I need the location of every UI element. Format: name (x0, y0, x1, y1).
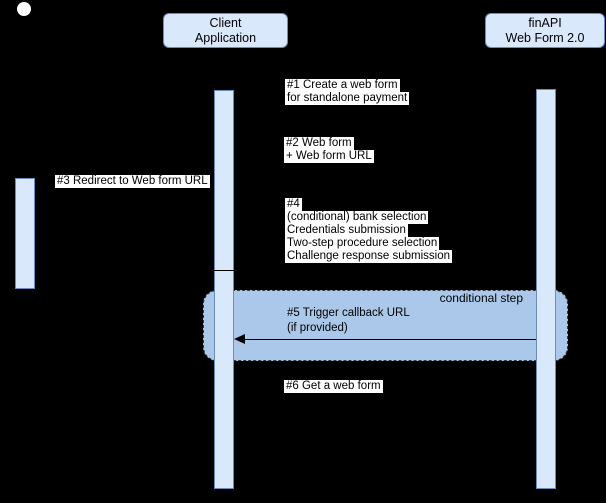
message-4-line3: Credentials submission (285, 224, 408, 237)
activation-bar-user (15, 178, 35, 289)
start-node-circle-icon (17, 2, 31, 16)
activation-bar-client-divider (214, 270, 234, 271)
message-label-6: #6 Get a web form (284, 380, 383, 393)
message-5-line1: #5 Trigger callback URL (287, 307, 410, 319)
message-4-line5: Challenge response submission (285, 250, 453, 263)
message-6-line1: #6 Get a web form (284, 380, 383, 393)
callback-arrow-line (242, 339, 536, 340)
conditional-step-frame (203, 290, 568, 361)
message-4-line1: #4 (285, 198, 302, 211)
actor-finapi-label-line1: finAPI (528, 15, 562, 30)
message-4-line2: (conditional) bank selection (285, 211, 429, 224)
message-label-5: #5 Trigger callback URL (if provided) (287, 306, 410, 336)
message-1-line1: #1 Create a web form (285, 79, 400, 92)
message-1-line2: for standalone payment (285, 92, 410, 105)
message-label-1: #1 Create a web form for standalone paym… (285, 79, 410, 105)
callback-arrowhead-icon (234, 334, 245, 344)
actor-finapi-label-line2: Web Form 2.0 (505, 30, 585, 45)
activation-bar-finapi (536, 89, 556, 489)
actor-client-label-line1: Client (209, 15, 242, 30)
message-4-line4: Two-step procedure selection (285, 237, 440, 250)
message-2-line2: + Web form URL (284, 150, 374, 163)
conditional-step-label: conditional step (439, 291, 523, 305)
message-label-3: #3 Redirect to Web form URL (55, 175, 210, 188)
actor-box-finapi: finAPI Web Form 2.0 (485, 13, 605, 48)
actor-client-label-line2: Application (194, 30, 257, 45)
message-3-line1: #3 Redirect to Web form URL (55, 175, 210, 188)
message-label-4: #4 (conditional) bank selection Credenti… (285, 198, 453, 263)
message-5-line2: (if provided) (287, 322, 348, 334)
message-2-line1: #2 Web form (284, 137, 354, 150)
actor-box-client: Client Application (163, 13, 288, 48)
message-label-2: #2 Web form + Web form URL (284, 137, 374, 163)
activation-bar-client (214, 90, 234, 489)
